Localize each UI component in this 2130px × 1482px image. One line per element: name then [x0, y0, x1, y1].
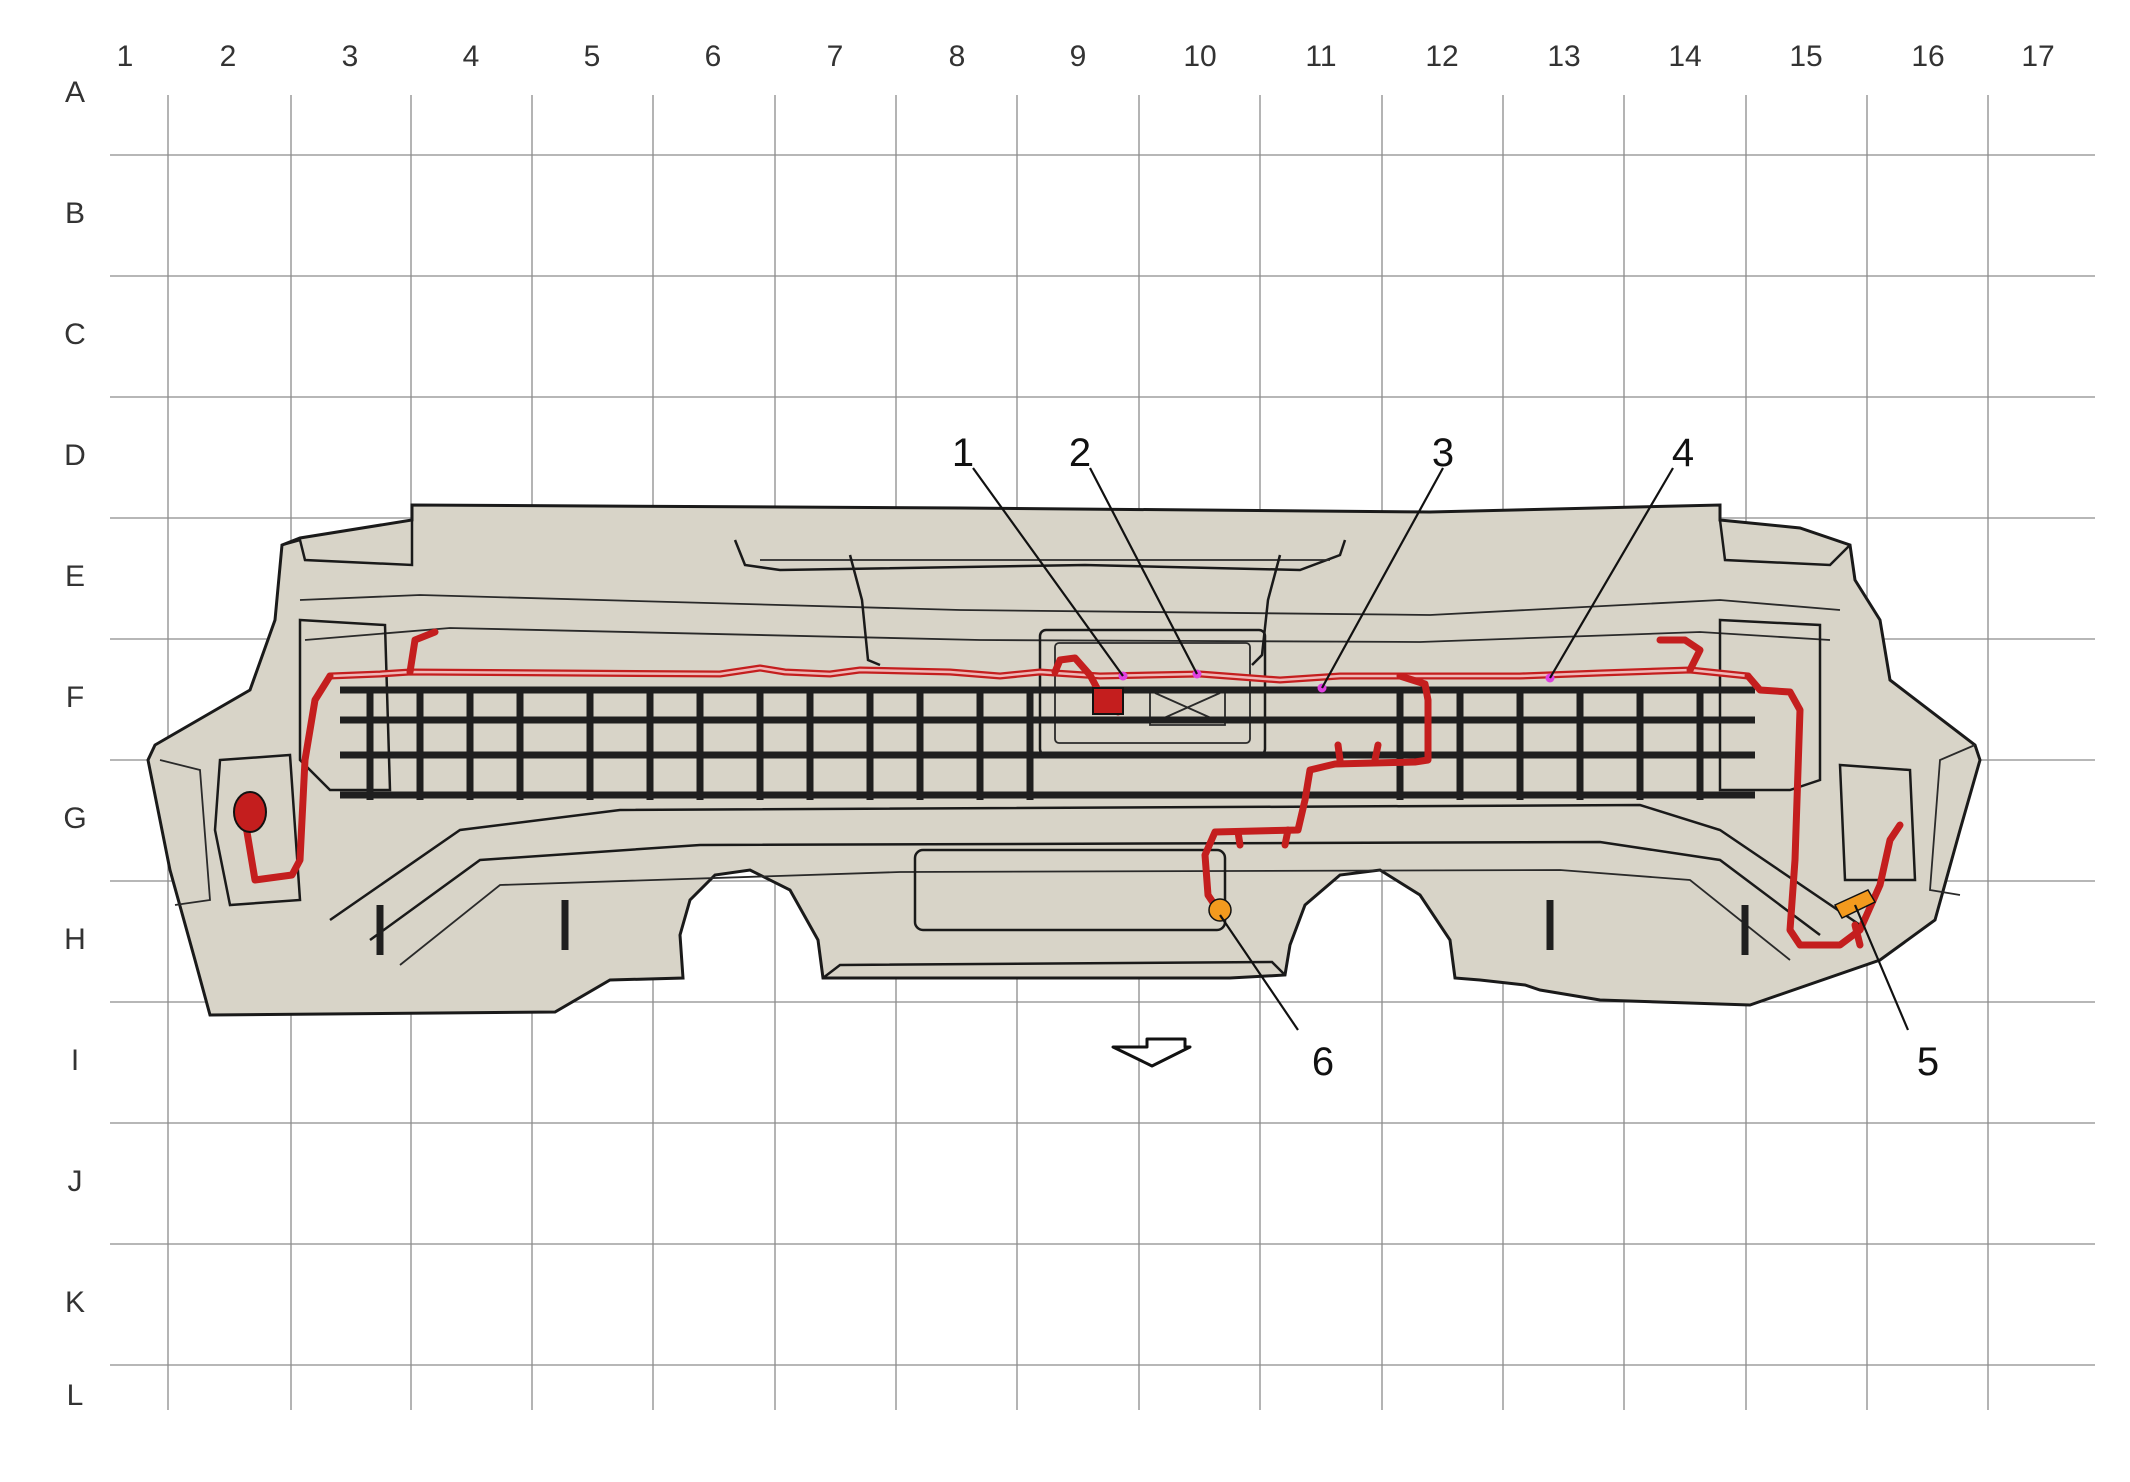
callout-4: 4	[1672, 431, 1694, 475]
orange-connector-5	[1833, 889, 1877, 919]
column-label: 13	[1547, 40, 1580, 73]
row-label: J	[68, 1165, 83, 1198]
column-label: 11	[1305, 40, 1336, 73]
column-label: 6	[705, 40, 722, 73]
row-label: D	[64, 439, 86, 472]
row-label: L	[67, 1379, 84, 1412]
callout-numbers: 1 2 3 4 5 6	[952, 431, 1939, 1084]
wiring-harness	[233, 628, 1904, 949]
column-label: 14	[1668, 40, 1701, 73]
column-label: 17	[2021, 40, 2054, 73]
row-labels: A B C D E F G H I J K L	[63, 76, 86, 1412]
row-label: G	[63, 802, 86, 835]
column-label: 16	[1911, 40, 1944, 73]
column-label: 12	[1425, 40, 1458, 73]
callout-3: 3	[1432, 431, 1454, 475]
orange-connector-6	[1208, 898, 1232, 922]
column-label: 5	[584, 40, 601, 73]
callout-leaders	[972, 467, 1910, 1031]
row-label: F	[66, 681, 84, 714]
row-label: I	[71, 1044, 79, 1077]
row-label: C	[64, 318, 86, 351]
column-label: 7	[827, 40, 844, 73]
callout-5: 5	[1917, 1040, 1939, 1084]
row-label: H	[64, 923, 86, 956]
row-label: A	[65, 76, 85, 109]
column-label: 4	[463, 40, 480, 73]
column-label: 1	[117, 40, 134, 73]
column-label: 9	[1070, 40, 1087, 73]
callout-6: 6	[1312, 1040, 1334, 1084]
column-label: 3	[342, 40, 359, 73]
bumper-internal-ribs	[340, 686, 1755, 800]
column-label: 10	[1183, 40, 1216, 73]
row-label: E	[65, 560, 85, 593]
callout-2: 2	[1069, 431, 1091, 475]
front-direction-arrow	[1111, 1037, 1192, 1068]
center-connector	[1092, 687, 1124, 715]
row-label: B	[65, 197, 85, 230]
column-label: 2	[220, 40, 237, 73]
callout-1: 1	[952, 431, 974, 475]
row-label: K	[65, 1286, 85, 1319]
left-tail-connector	[233, 791, 267, 833]
column-label: 15	[1789, 40, 1822, 73]
column-label: 8	[949, 40, 966, 73]
